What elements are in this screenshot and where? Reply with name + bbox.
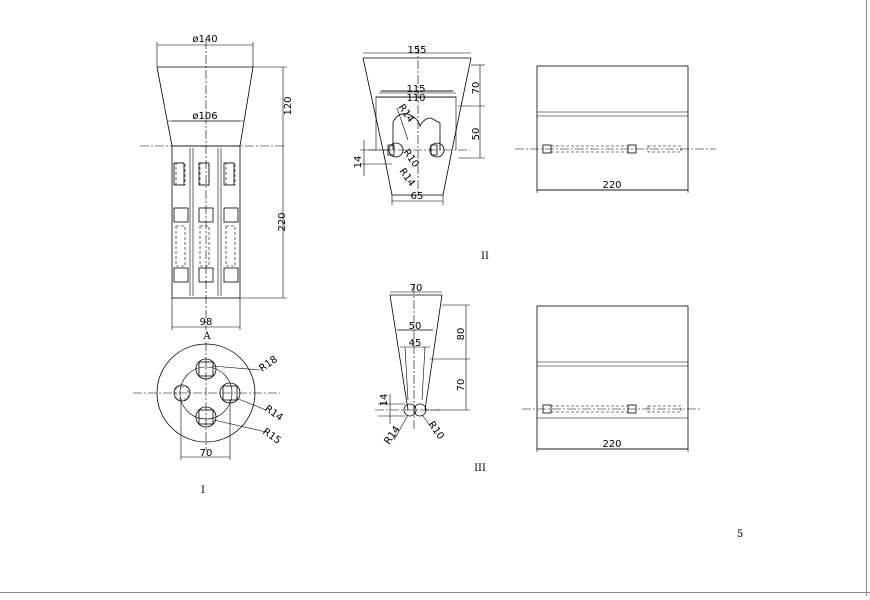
view-ii-side-outline [537, 66, 688, 190]
dim-radius-15: R15 [260, 426, 282, 446]
dim-inner-width-50: 50 [409, 321, 422, 332]
dim-side-length: 220 [602, 180, 621, 191]
view-ii-right-edge [452, 58, 471, 150]
dim-base-width: 70 [200, 448, 213, 459]
dim-inner-diameter: ø106 [192, 111, 217, 122]
dim-radius-14: R14 [382, 424, 402, 446]
dim-side-length: 220 [602, 439, 621, 450]
view-iii-side-outline [537, 306, 688, 449]
frame-right-border [866, 0, 867, 596]
frame-bottom-border [0, 592, 870, 593]
funnel-left-edge [157, 67, 172, 146]
dim-bottom-width: 65 [411, 191, 424, 202]
view-ii-label: II [481, 251, 489, 262]
page-number: 5 [737, 529, 743, 540]
view-ii-left-edge [363, 58, 383, 150]
dim-radius-18: R18 [257, 354, 279, 374]
dim-height-upper: 120 [283, 96, 294, 115]
dim-radius-14: R14 [262, 403, 284, 423]
view-ii-side: 220 II [481, 66, 716, 262]
view-ii-front: 155 115 110 70 50 14 R14 R10 R14 65 [353, 45, 485, 205]
dim-top-width: 155 [407, 45, 426, 56]
dim-top-diameter: ø140 [192, 34, 217, 45]
dim-radius-14: R14 [396, 102, 416, 124]
dim-height-70: 70 [456, 379, 467, 392]
section-a-label: A [202, 331, 211, 342]
dim-height-80: 80 [456, 328, 467, 341]
dim-radius-14b: R14 [397, 166, 417, 188]
view-iii-front: 70 50 45 80 70 14 R14 R10 III [375, 283, 486, 474]
dim-offset-14: 14 [353, 156, 364, 169]
dim-top-width: 70 [410, 283, 423, 294]
view-iii-right-edge [425, 295, 442, 410]
dim-bottom-width: 98 [200, 317, 213, 328]
dim-offset-14: 14 [379, 394, 390, 407]
view-iii-side: 220 [522, 306, 700, 452]
dim-height-50: 50 [471, 128, 482, 141]
dim-height-lower: 220 [277, 212, 288, 231]
dim-inner-width-110: 110 [406, 93, 425, 104]
dim-height-70: 70 [471, 82, 482, 95]
view-iii-label: III [474, 463, 486, 474]
view-i-label: I [201, 485, 205, 496]
section-a-plan: A R18 R14 R15 70 I [133, 331, 285, 496]
dim-radius-10: R10 [426, 419, 446, 441]
dim-inner-width-45: 45 [409, 338, 422, 349]
funnel-right-edge [240, 67, 253, 146]
view-i-elevation: ø140 ø106 120 220 98 [140, 34, 294, 330]
